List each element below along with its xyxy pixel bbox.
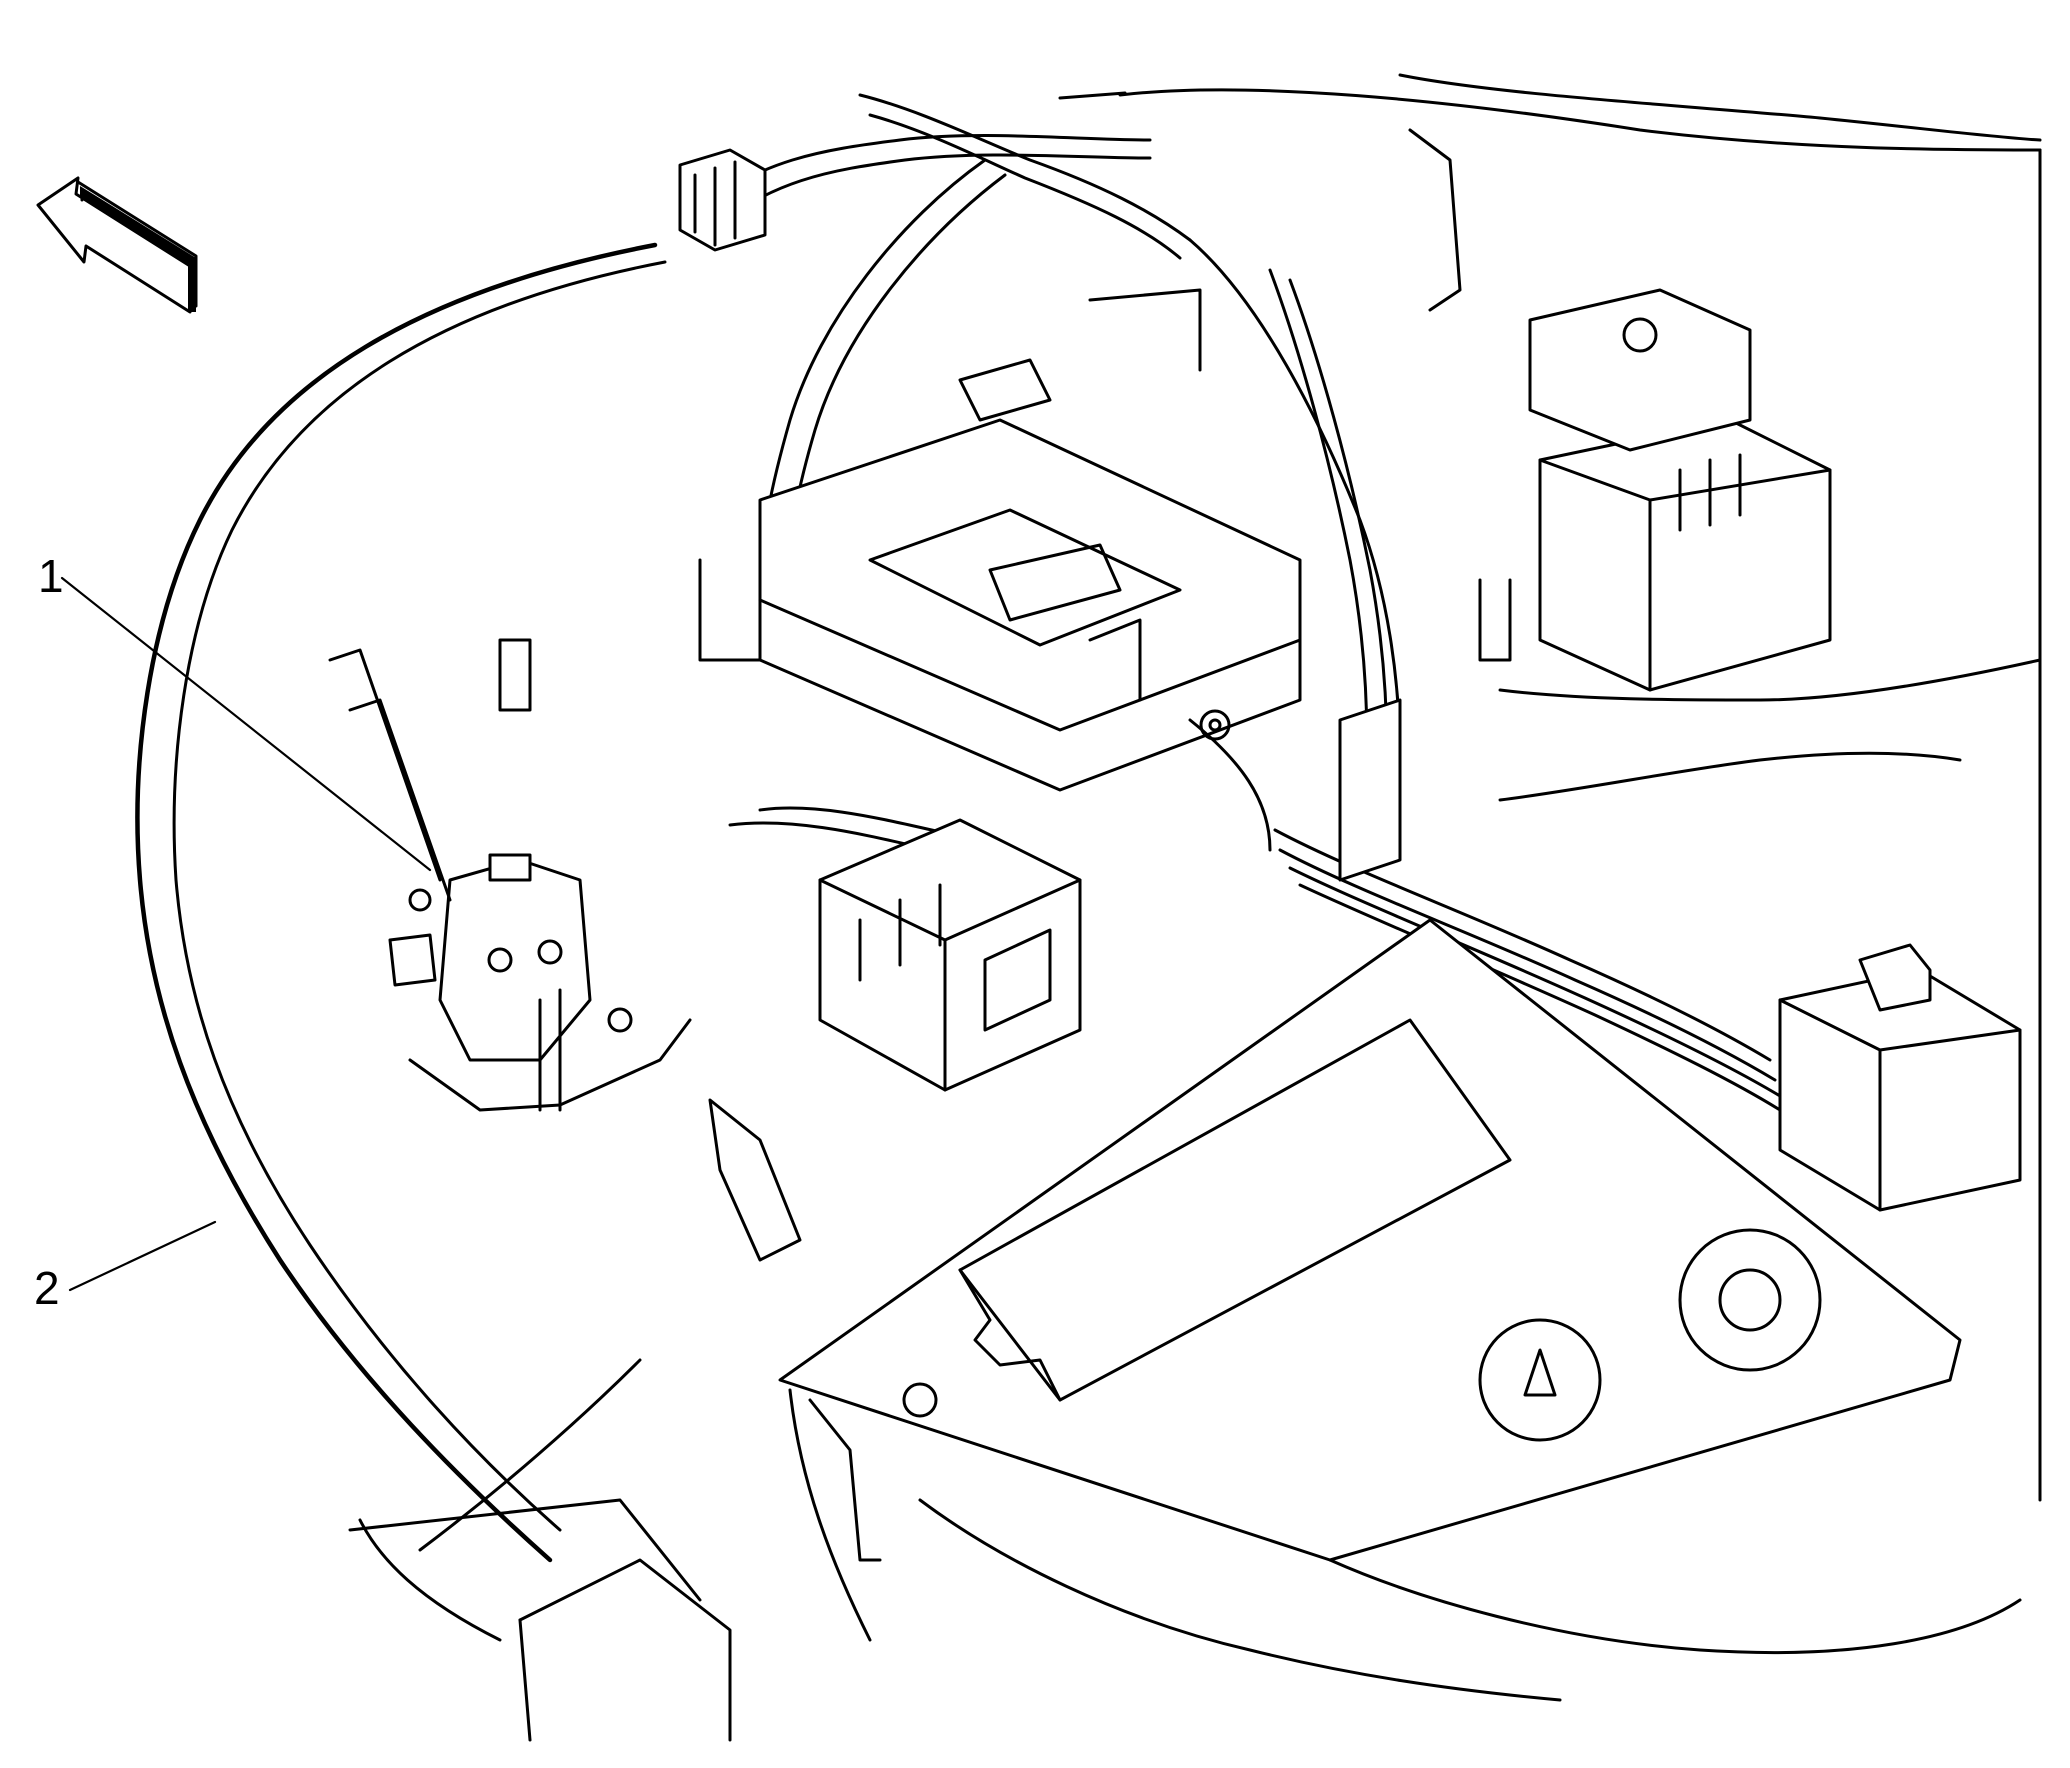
leader-line-1 (60, 576, 432, 872)
left-multi-pin-connector (818, 818, 1082, 1092)
front-cover-plate (778, 918, 2022, 1702)
callout-label-1: 1 (38, 550, 64, 602)
leader-line-2 (68, 1220, 217, 1292)
leader-lines (60, 576, 432, 1292)
right-multi-pin-connector (1528, 288, 1832, 692)
lower-right-harness-connector (1778, 943, 2022, 1212)
actuator-part-1 (328, 638, 692, 1112)
top-connector (678, 148, 767, 252)
central-module (758, 418, 1302, 792)
clips-and-standoffs (698, 128, 1512, 1562)
wiring-harness (698, 93, 2042, 1112)
callout-label-2: 2 (34, 1262, 60, 1314)
housing-shell (135, 73, 2042, 1742)
direction-arrow-icon (36, 176, 198, 314)
